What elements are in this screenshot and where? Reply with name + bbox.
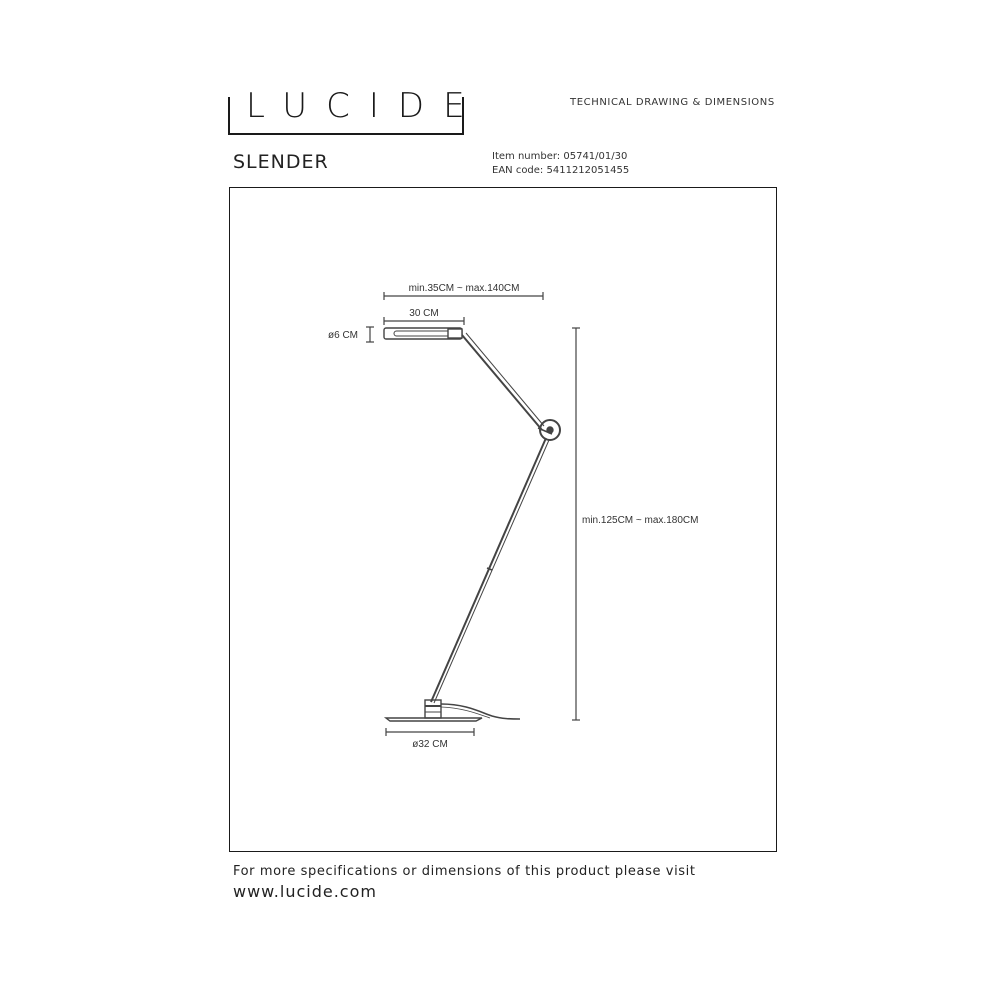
product-name: SLENDER [233, 151, 329, 173]
brand-logo: LUCIDE [228, 86, 465, 135]
item-number-value: 05741/01/30 [563, 151, 628, 162]
base-diameter-dimension-label: ø32 CM [412, 739, 448, 750]
base-plate [383, 717, 483, 722]
item-number-row: Item number: 05741/01/30 [492, 150, 629, 164]
product-meta: Item number: 05741/01/30 EAN code: 54112… [492, 150, 629, 178]
base-connector [424, 699, 442, 719]
brand-logo-text: LUCIDE [242, 86, 465, 126]
footer-info-text: For more specifications or dimensions of… [233, 864, 696, 879]
footer-website-link[interactable]: www.lucide.com [233, 882, 377, 901]
power-cable [440, 703, 521, 720]
head-length-dimension-label: 30 CM [409, 308, 438, 319]
upper-arm [461, 334, 543, 431]
head-diameter-dimension-label: ø6 CM [328, 330, 358, 341]
technical-drawing-frame: min.35CM ~ max.140CM 30 CM ø6 CM min.125… [229, 187, 777, 852]
elbow-joint [539, 419, 561, 441]
reach-dimension-label: min.35CM ~ max.140CM [409, 283, 520, 294]
ean-label: EAN code: [492, 165, 544, 176]
lamp-outline [383, 327, 561, 722]
item-number-label: Item number: [492, 151, 561, 162]
ean-value: 5411212051455 [546, 165, 630, 176]
document-type-label: TECHNICAL DRAWING & DIMENSIONS [570, 97, 775, 108]
lamp-drawing: min.35CM ~ max.140CM 30 CM ø6 CM min.125… [328, 283, 698, 750]
height-dimension-label: min.125CM ~ max.180CM [582, 515, 698, 526]
ean-row: EAN code: 5411212051455 [492, 164, 629, 178]
lower-arm [430, 437, 547, 703]
